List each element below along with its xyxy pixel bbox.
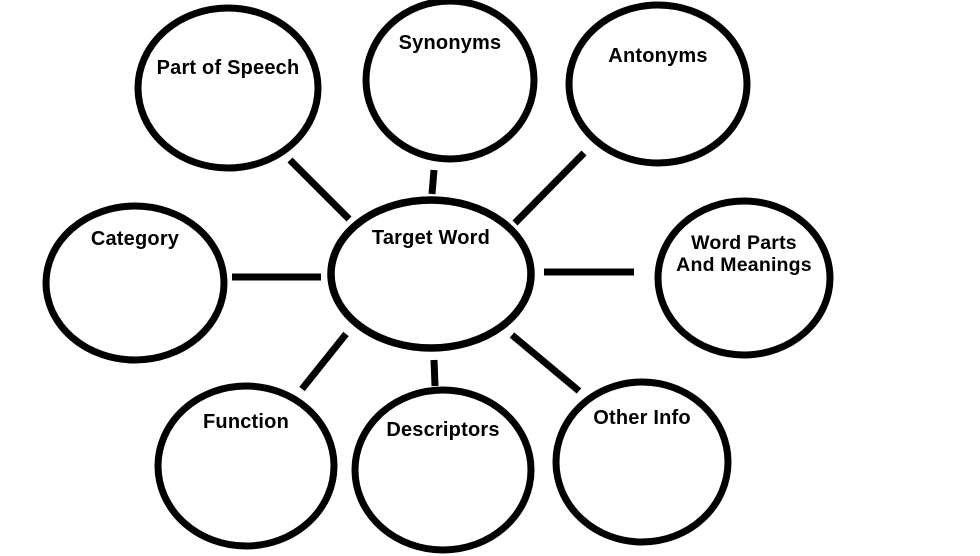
node-ellipse-synonyms[interactable] xyxy=(362,0,538,163)
node-label-category: Category xyxy=(91,228,180,250)
node-ellipse-word-parts-and-meanings[interactable] xyxy=(654,197,834,359)
node-ellipse-target-word[interactable] xyxy=(327,196,535,352)
node-target-word[interactable]: Target Word xyxy=(327,196,535,352)
connector-descriptors xyxy=(430,359,439,387)
node-synonyms[interactable]: Synonyms xyxy=(362,0,538,163)
node-ellipse-function[interactable] xyxy=(154,382,338,550)
node-function[interactable]: Function xyxy=(154,382,338,550)
node-ellipse-other-info[interactable] xyxy=(552,378,732,546)
connector-synonyms xyxy=(428,169,438,195)
node-ellipse-antonyms[interactable] xyxy=(565,1,751,167)
connector-function xyxy=(299,331,349,392)
node-ellipse-part-of-speech[interactable] xyxy=(134,4,322,172)
node-part-of-speech[interactable]: Part of Speech xyxy=(134,4,322,172)
node-label-part-of-speech: Part of Speech xyxy=(157,57,300,79)
node-label-antonyms: Antonyms xyxy=(608,45,707,67)
node-ellipse-category[interactable] xyxy=(42,202,228,364)
node-category[interactable]: Category xyxy=(42,202,228,364)
node-label-target-word: Target Word xyxy=(372,227,490,249)
node-label-other-info: Other Info xyxy=(593,407,691,429)
node-antonyms[interactable]: Antonyms xyxy=(565,1,751,167)
node-other-info[interactable]: Other Info xyxy=(552,378,732,546)
connector-part-of-speech xyxy=(287,157,352,222)
node-label-synonyms: Synonyms xyxy=(399,32,502,54)
node-label-function: Function xyxy=(203,411,289,433)
connector-other-info xyxy=(509,332,582,394)
node-label-descriptors: Descriptors xyxy=(386,419,499,441)
connector-antonyms xyxy=(512,150,587,226)
node-descriptors[interactable]: Descriptors xyxy=(351,386,535,554)
connector-group xyxy=(232,150,634,394)
node-ellipse-descriptors[interactable] xyxy=(351,386,535,554)
